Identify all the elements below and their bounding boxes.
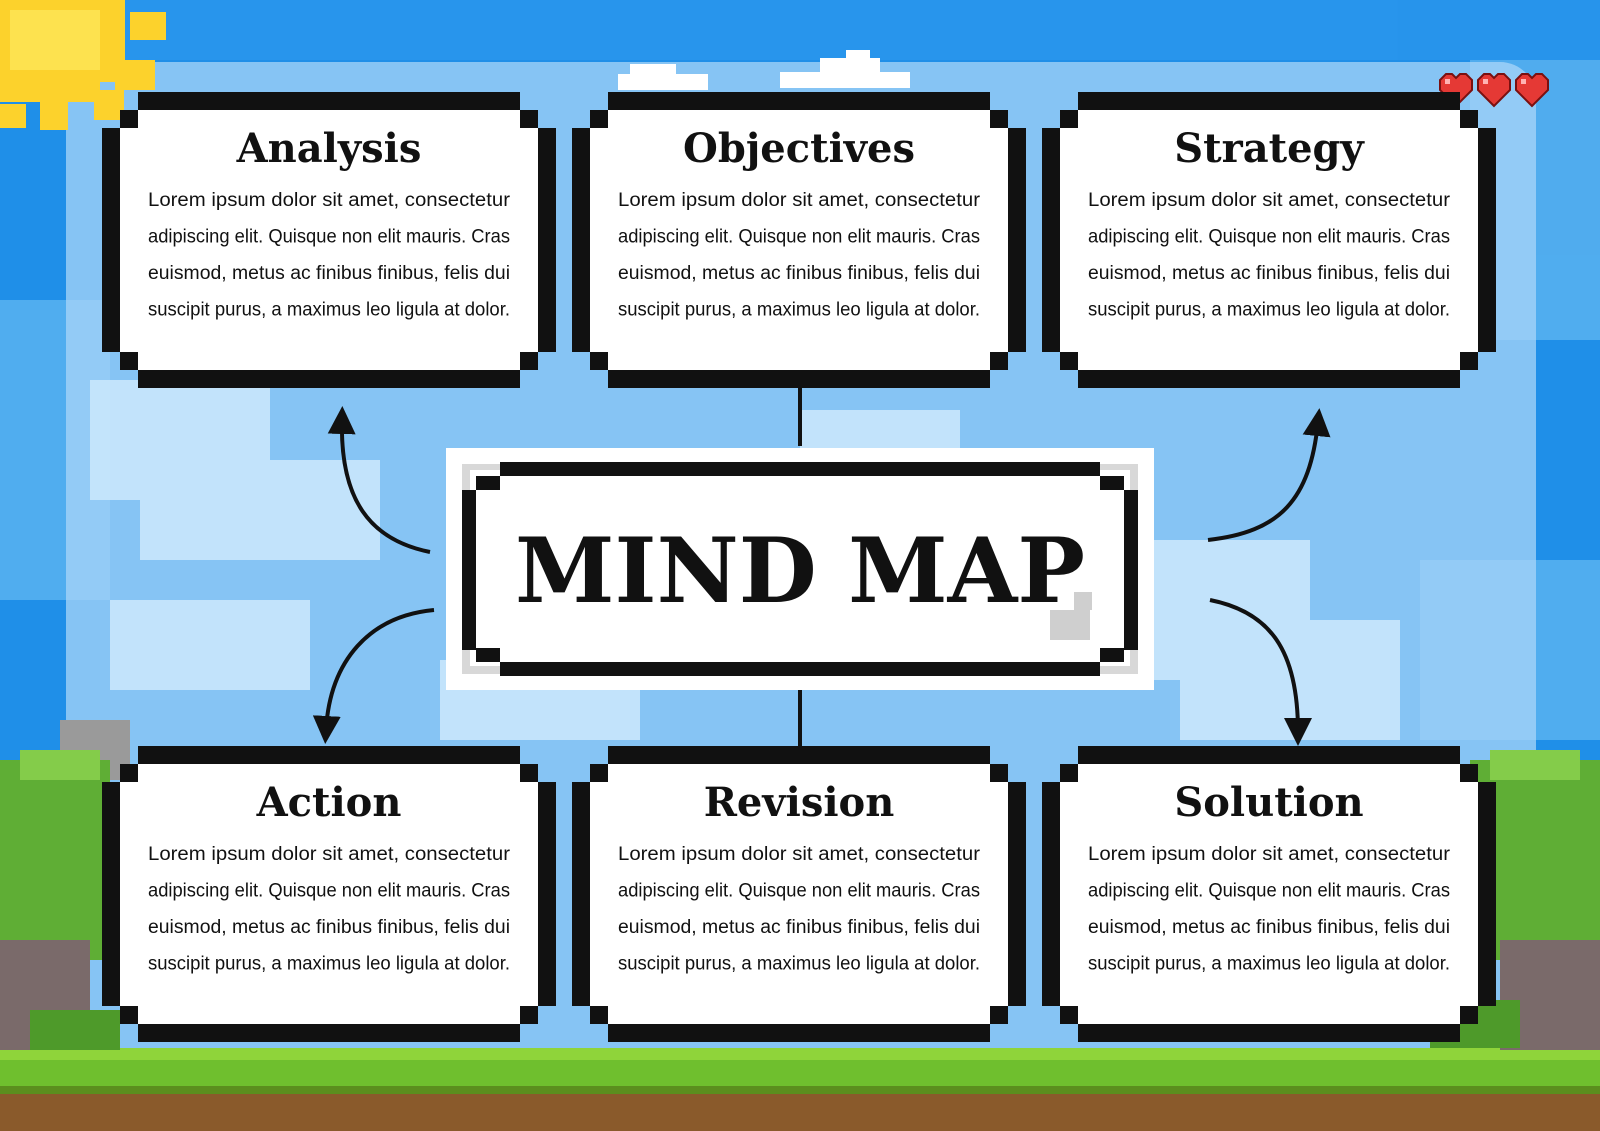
topic-body-line: euismod, metus ac finibus finibus, felis… bbox=[148, 263, 510, 284]
topic-title-analysis: Analysis bbox=[236, 125, 422, 172]
topic-body-line: Lorem ipsum dolor sit amet, consectetur bbox=[148, 190, 511, 211]
sun-icon bbox=[0, 0, 166, 130]
topic-title-revision: Revision bbox=[704, 779, 895, 826]
topic-body-line: adipiscing elit. Quisque non elit mauris… bbox=[618, 227, 980, 248]
topic-title-strategy: Strategy bbox=[1174, 125, 1365, 172]
topic-body-line: Lorem ipsum dolor sit amet, consectetur bbox=[618, 190, 981, 211]
topic-body-line: suscipit purus, a maximus leo ligula at … bbox=[618, 300, 980, 321]
center-title: MIND MAP bbox=[515, 518, 1085, 624]
topic-body-line: euismod, metus ac finibus finibus, felis… bbox=[1088, 917, 1450, 938]
topic-body-line: adipiscing elit. Quisque non elit mauris… bbox=[148, 227, 510, 248]
left-bushes bbox=[0, 720, 130, 1050]
topic-body-line: suscipit purus, a maximus leo ligula at … bbox=[618, 954, 980, 975]
topic-body-line: adipiscing elit. Quisque non elit mauris… bbox=[618, 881, 980, 902]
arrow-to-action bbox=[312, 608, 435, 744]
topic-body-line: Lorem ipsum dolor sit amet, consectetur bbox=[1088, 844, 1451, 865]
topic-body-line: euismod, metus ac finibus finibus, felis… bbox=[618, 917, 980, 938]
topic-body-line: suscipit purus, a maximus leo ligula at … bbox=[1088, 300, 1450, 321]
topic-title-objectives: Objectives bbox=[683, 125, 915, 172]
topic-title-solution: Solution bbox=[1174, 779, 1363, 826]
topic-body-line: adipiscing elit. Quisque non elit mauris… bbox=[1088, 881, 1450, 902]
topic-body-line: adipiscing elit. Quisque non elit mauris… bbox=[148, 881, 510, 902]
topic-body-line: Lorem ipsum dolor sit amet, consectetur bbox=[618, 844, 981, 865]
topic-title-action: Action bbox=[256, 779, 402, 826]
topic-body-line: euismod, metus ac finibus finibus, felis… bbox=[618, 263, 980, 284]
top-clouds bbox=[618, 50, 910, 90]
topic-body-line: euismod, metus ac finibus finibus, felis… bbox=[1088, 263, 1450, 284]
topic-body-line: Lorem ipsum dolor sit amet, consectetur bbox=[148, 844, 511, 865]
arrow-to-analysis bbox=[327, 406, 431, 554]
arrow-to-strategy bbox=[1207, 408, 1331, 542]
heart-icon bbox=[1477, 73, 1511, 108]
topic-body-line: Lorem ipsum dolor sit amet, consectetur bbox=[1088, 190, 1451, 211]
topic-body-line: suscipit purus, a maximus leo ligula at … bbox=[148, 954, 510, 975]
arrow-to-solution bbox=[1209, 598, 1312, 746]
connectors bbox=[312, 388, 1331, 746]
central-node: MIND MAP bbox=[446, 448, 1154, 690]
topic-body-line: euismod, metus ac finibus finibus, felis… bbox=[148, 917, 510, 938]
heart-icon bbox=[1515, 73, 1549, 108]
topic-body-line: adipiscing elit. Quisque non elit mauris… bbox=[1088, 227, 1450, 248]
topic-body-line: suscipit purus, a maximus leo ligula at … bbox=[148, 300, 510, 321]
ground bbox=[0, 1048, 1600, 1131]
topic-body-line: suscipit purus, a maximus leo ligula at … bbox=[1088, 954, 1450, 975]
